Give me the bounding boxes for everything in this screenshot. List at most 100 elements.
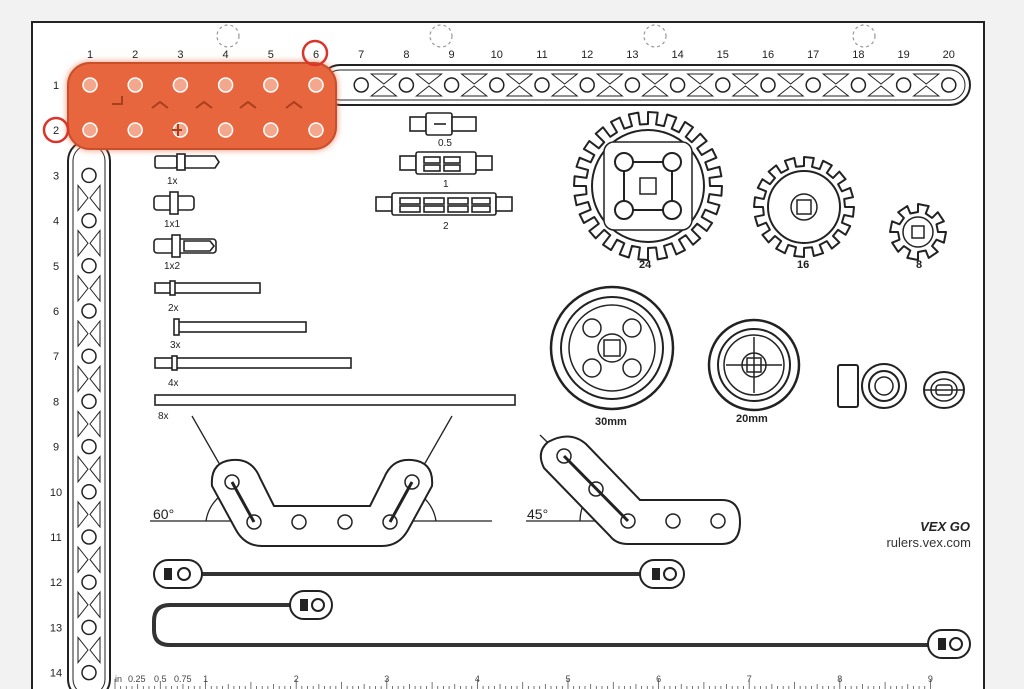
gear-16	[753, 156, 855, 258]
column-label-16: 16	[762, 49, 774, 61]
hub	[923, 371, 965, 409]
standoffs	[153, 153, 220, 258]
ruler-inch-7: 7	[747, 674, 752, 684]
row-label-5: 5	[53, 261, 59, 273]
ruler-inch-2: 2	[294, 674, 299, 684]
gear-label-8: 8	[916, 259, 922, 271]
ruler-fraction-05: 0.5	[154, 674, 167, 684]
top-hole-markers	[216, 24, 876, 48]
gear-8	[889, 203, 947, 261]
standoff-1x	[154, 153, 220, 171]
gear-label-24: 24	[639, 259, 652, 271]
column-label-20: 20	[943, 49, 955, 61]
standoff-1x2	[153, 234, 217, 258]
column-label-19: 19	[897, 49, 909, 61]
gear-24	[573, 111, 723, 261]
pin-label-2x: 2x	[168, 303, 179, 314]
column-label-10: 10	[491, 49, 503, 61]
bent-beam-45	[539, 435, 742, 545]
vex-go-logo: VEX GO	[920, 519, 970, 534]
horizontal-beam	[319, 64, 971, 106]
gear-label-16: 16	[797, 259, 809, 271]
column-label-9: 9	[449, 49, 455, 61]
bent-beam-60	[210, 458, 434, 547]
connectors	[375, 112, 513, 216]
connector-1	[399, 151, 493, 175]
standoff-1x1	[153, 191, 195, 215]
row-label-8: 8	[53, 396, 59, 408]
pin-2x	[154, 280, 261, 296]
row-label-9: 9	[53, 442, 59, 454]
connector-2	[375, 192, 513, 216]
band-long	[152, 590, 971, 659]
pin-4x	[154, 355, 352, 371]
wheel-20mm	[707, 318, 801, 412]
row-label-3: 3	[53, 170, 59, 182]
ruler-inch-6: 6	[656, 674, 661, 684]
connector-label-2: 2	[443, 221, 449, 232]
column-label-7: 7	[358, 49, 364, 61]
column-label-6: 6	[313, 49, 319, 61]
column-label-8: 8	[403, 49, 409, 61]
standoff-label-1x2: 1x2	[164, 261, 181, 272]
column-label-2: 2	[132, 49, 138, 61]
row-label-14: 14	[50, 668, 62, 680]
vertical-beam	[67, 139, 111, 689]
ruler-inch-4: 4	[475, 674, 480, 684]
row-label-1: 1	[53, 80, 59, 92]
row-2-marker	[42, 116, 70, 144]
row-label-10: 10	[50, 487, 62, 499]
column-label-17: 17	[807, 49, 819, 61]
angle-label-45: 45°	[527, 506, 548, 522]
brand-url: rulers.vex.com	[886, 535, 971, 550]
column-6-marker	[301, 39, 329, 67]
pins	[154, 280, 516, 406]
column-label-14: 14	[671, 49, 683, 61]
ruler-inch-9: 9	[928, 674, 933, 684]
pin-label-3x: 3x	[170, 340, 181, 351]
column-label-3: 3	[177, 49, 183, 61]
pin-label-8x: 8x	[158, 411, 169, 422]
row-label-4: 4	[53, 216, 59, 228]
column-label-11: 11	[536, 49, 547, 61]
standoff-label-1x: 1x	[167, 176, 178, 187]
column-label-1: 1	[87, 49, 93, 61]
ruler-unit: in	[115, 674, 122, 684]
wheel-label-30mm: 30mm	[595, 416, 627, 428]
pin-8x	[154, 394, 516, 406]
small-parts	[837, 363, 965, 409]
ruler-inch-5: 5	[565, 674, 570, 684]
ruler-inch-8: 8	[837, 674, 842, 684]
ruler-inch-1: 1	[203, 674, 208, 684]
pin-label-4x: 4x	[168, 378, 179, 389]
highlighted-plate[interactable]	[66, 61, 338, 151]
row-label-12: 12	[50, 577, 62, 589]
column-label-12: 12	[581, 49, 593, 61]
column-label-13: 13	[626, 49, 638, 61]
column-label-18: 18	[852, 49, 864, 61]
ruler-inch-3: 3	[384, 674, 389, 684]
row-label-13: 13	[50, 622, 62, 634]
column-label-4: 4	[223, 49, 229, 61]
band-short	[153, 559, 685, 589]
standoff-label-1x1: 1x1	[164, 219, 181, 230]
row-label-6: 6	[53, 306, 59, 318]
tire-side	[837, 364, 859, 408]
connector-0-5	[409, 112, 477, 136]
connector-label-0-5: 0.5	[438, 138, 452, 149]
wheel-label-20mm: 20mm	[736, 413, 768, 425]
angle-label-60: 60°	[153, 506, 174, 522]
ruler-fraction-025: 0.25	[128, 674, 146, 684]
column-label-5: 5	[268, 49, 274, 61]
row-label-7: 7	[53, 351, 59, 363]
ruler-fraction-075: 0.75	[174, 674, 192, 684]
connector-label-1: 1	[443, 179, 449, 190]
row-label-2: 2	[53, 125, 59, 137]
wheel-30mm	[549, 285, 675, 411]
tire-front	[861, 363, 907, 409]
column-label-15: 15	[717, 49, 729, 61]
pin-3x	[173, 318, 307, 336]
